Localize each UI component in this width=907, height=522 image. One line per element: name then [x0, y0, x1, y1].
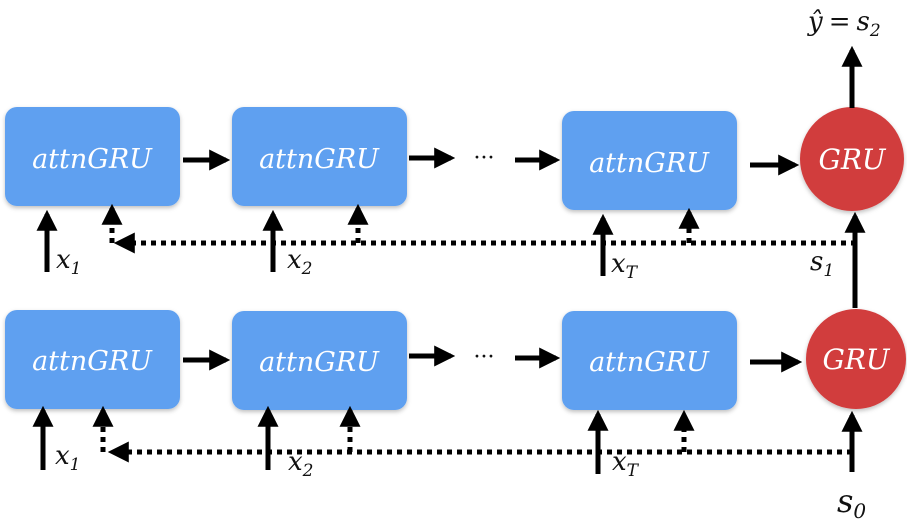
bottom-attngru-label-3: attnGRU: [589, 347, 710, 378]
top-attngru-label-2: attnGRU: [259, 144, 380, 175]
top-state-label: s1: [810, 247, 834, 281]
bottom-state-label: s0: [837, 482, 866, 522]
top-attngru-box-3: [562, 111, 737, 210]
bottom-gru-circle: [806, 309, 906, 409]
bottom-attngru-label-2: attnGRU: [259, 347, 380, 378]
output-label: ŷ=s2: [807, 7, 881, 41]
bottom-input-label-1: x1: [55, 441, 81, 475]
top-row: attnGRU attnGRU attnGRU GRU ··· x1 x2 xT…: [5, 107, 904, 283]
bottom-ellipsis: ···: [474, 345, 495, 370]
top-input-label-2: x2: [287, 245, 313, 279]
top-ellipsis: ···: [474, 146, 495, 171]
top-gru-label: GRU: [818, 143, 886, 176]
top-gru-circle: [800, 107, 904, 211]
bottom-attngru-box-1: [5, 310, 180, 409]
top-attngru-box-2: [232, 107, 407, 206]
bottom-attngru-label-1: attnGRU: [32, 346, 153, 377]
top-input-label-1: x1: [56, 245, 82, 279]
bottom-attngru-box-2: [232, 311, 407, 410]
bottom-row: attnGRU attnGRU attnGRU GRU ··· x1 x2 xT…: [5, 309, 906, 522]
bottom-input-label-3: xT: [612, 447, 640, 481]
top-attngru-label-1: attnGRU: [32, 144, 153, 175]
top-input-label-3: xT: [611, 249, 639, 283]
bottom-gru-label: GRU: [822, 343, 890, 376]
bottom-attngru-box-3: [562, 311, 737, 410]
top-attngru-label-3: attnGRU: [589, 148, 710, 179]
top-attngru-box-1: [5, 107, 180, 206]
